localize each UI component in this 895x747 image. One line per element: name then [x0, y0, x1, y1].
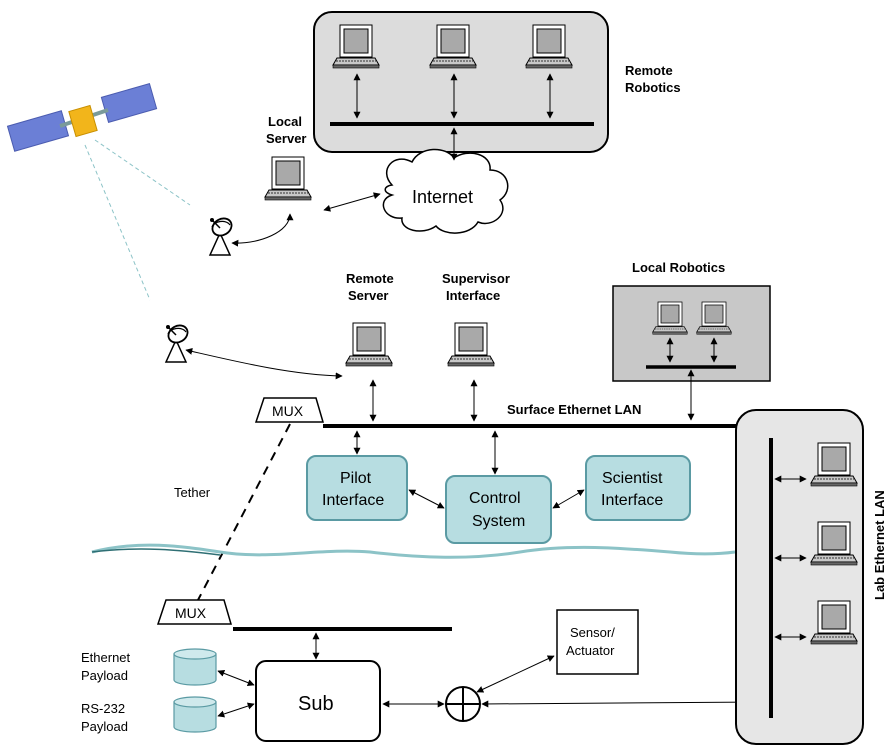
lab-computer-2: [810, 521, 858, 566]
junction-icon: [445, 686, 481, 722]
remote-robotics-label-2: Robotics: [625, 80, 681, 95]
tether-line: [197, 423, 291, 601]
remote-robotics-label-1: Remote: [625, 63, 673, 78]
supervisor-computer: [447, 322, 495, 367]
pilot-interface-box: [306, 455, 408, 521]
tether-label: Tether: [174, 485, 211, 500]
control-label-2: System: [472, 513, 525, 530]
internet-cloud: [382, 148, 509, 234]
pilot-label-1: Pilot: [340, 470, 372, 487]
local-robotics-computer-1: [652, 301, 688, 335]
rs232-payload-label-2: Payload: [81, 719, 128, 734]
local-server-label-1: Local: [268, 114, 302, 129]
supervisor-label-2: Interface: [446, 288, 500, 303]
mux-top-label: MUX: [272, 403, 304, 419]
sub-label: Sub: [298, 693, 334, 715]
lab-panel: [735, 409, 864, 745]
sub-box: [255, 660, 381, 742]
remote-server-label-2: Server: [348, 288, 388, 303]
lab-computer-3: [810, 600, 858, 645]
local-robotics-label: Local Robotics: [632, 260, 725, 275]
lab-lan-label: Lab Ethernet LAN: [872, 490, 887, 600]
surface-lan-label: Surface Ethernet LAN: [507, 402, 641, 417]
mux-bottom-label: MUX: [175, 605, 207, 621]
rs232-payload-label-1: RS-232: [81, 701, 125, 716]
scientist-label-2: Interface: [601, 492, 663, 509]
local-robotics-computer-2: [696, 301, 732, 335]
remote-robotics-computer-3: [525, 24, 573, 69]
remote-server-label-1: Remote: [346, 271, 394, 286]
satellite-dish-icon-1: [208, 214, 236, 256]
ethernet-payload-label-2: Payload: [81, 668, 128, 683]
sensor-actuator-box: [556, 609, 639, 675]
lab-computer-1: [810, 442, 858, 487]
supervisor-label-1: Supervisor: [442, 271, 510, 286]
remote-server-computer: [345, 322, 393, 367]
local-server-label-2: Server: [266, 131, 306, 146]
satellite-dish-icon-2: [164, 321, 192, 363]
remote-robotics-computer-1: [332, 24, 380, 69]
sensor-label-2: Actuator: [566, 643, 615, 658]
local-server-computer: [264, 156, 312, 201]
satellite-icon: [6, 82, 158, 152]
local-robotics-panel: [612, 285, 771, 382]
internet-label: Internet: [412, 187, 473, 207]
rs232-payload-cylinder: [173, 696, 217, 733]
pilot-label-2: Interface: [322, 492, 384, 509]
control-system-box: [445, 475, 552, 544]
mux-bottom: [156, 599, 232, 625]
remote-robotics-computer-2: [429, 24, 477, 69]
scientist-interface-box: [585, 455, 691, 521]
water-surface: [91, 543, 736, 559]
ethernet-payload-cylinder: [173, 648, 217, 686]
ethernet-payload-label-1: Ethernet: [81, 650, 131, 665]
mux-top: [254, 397, 324, 423]
control-label-1: Control: [469, 490, 521, 507]
sensor-label-1: Sensor/: [570, 625, 615, 640]
scientist-label-1: Scientist: [602, 470, 663, 487]
